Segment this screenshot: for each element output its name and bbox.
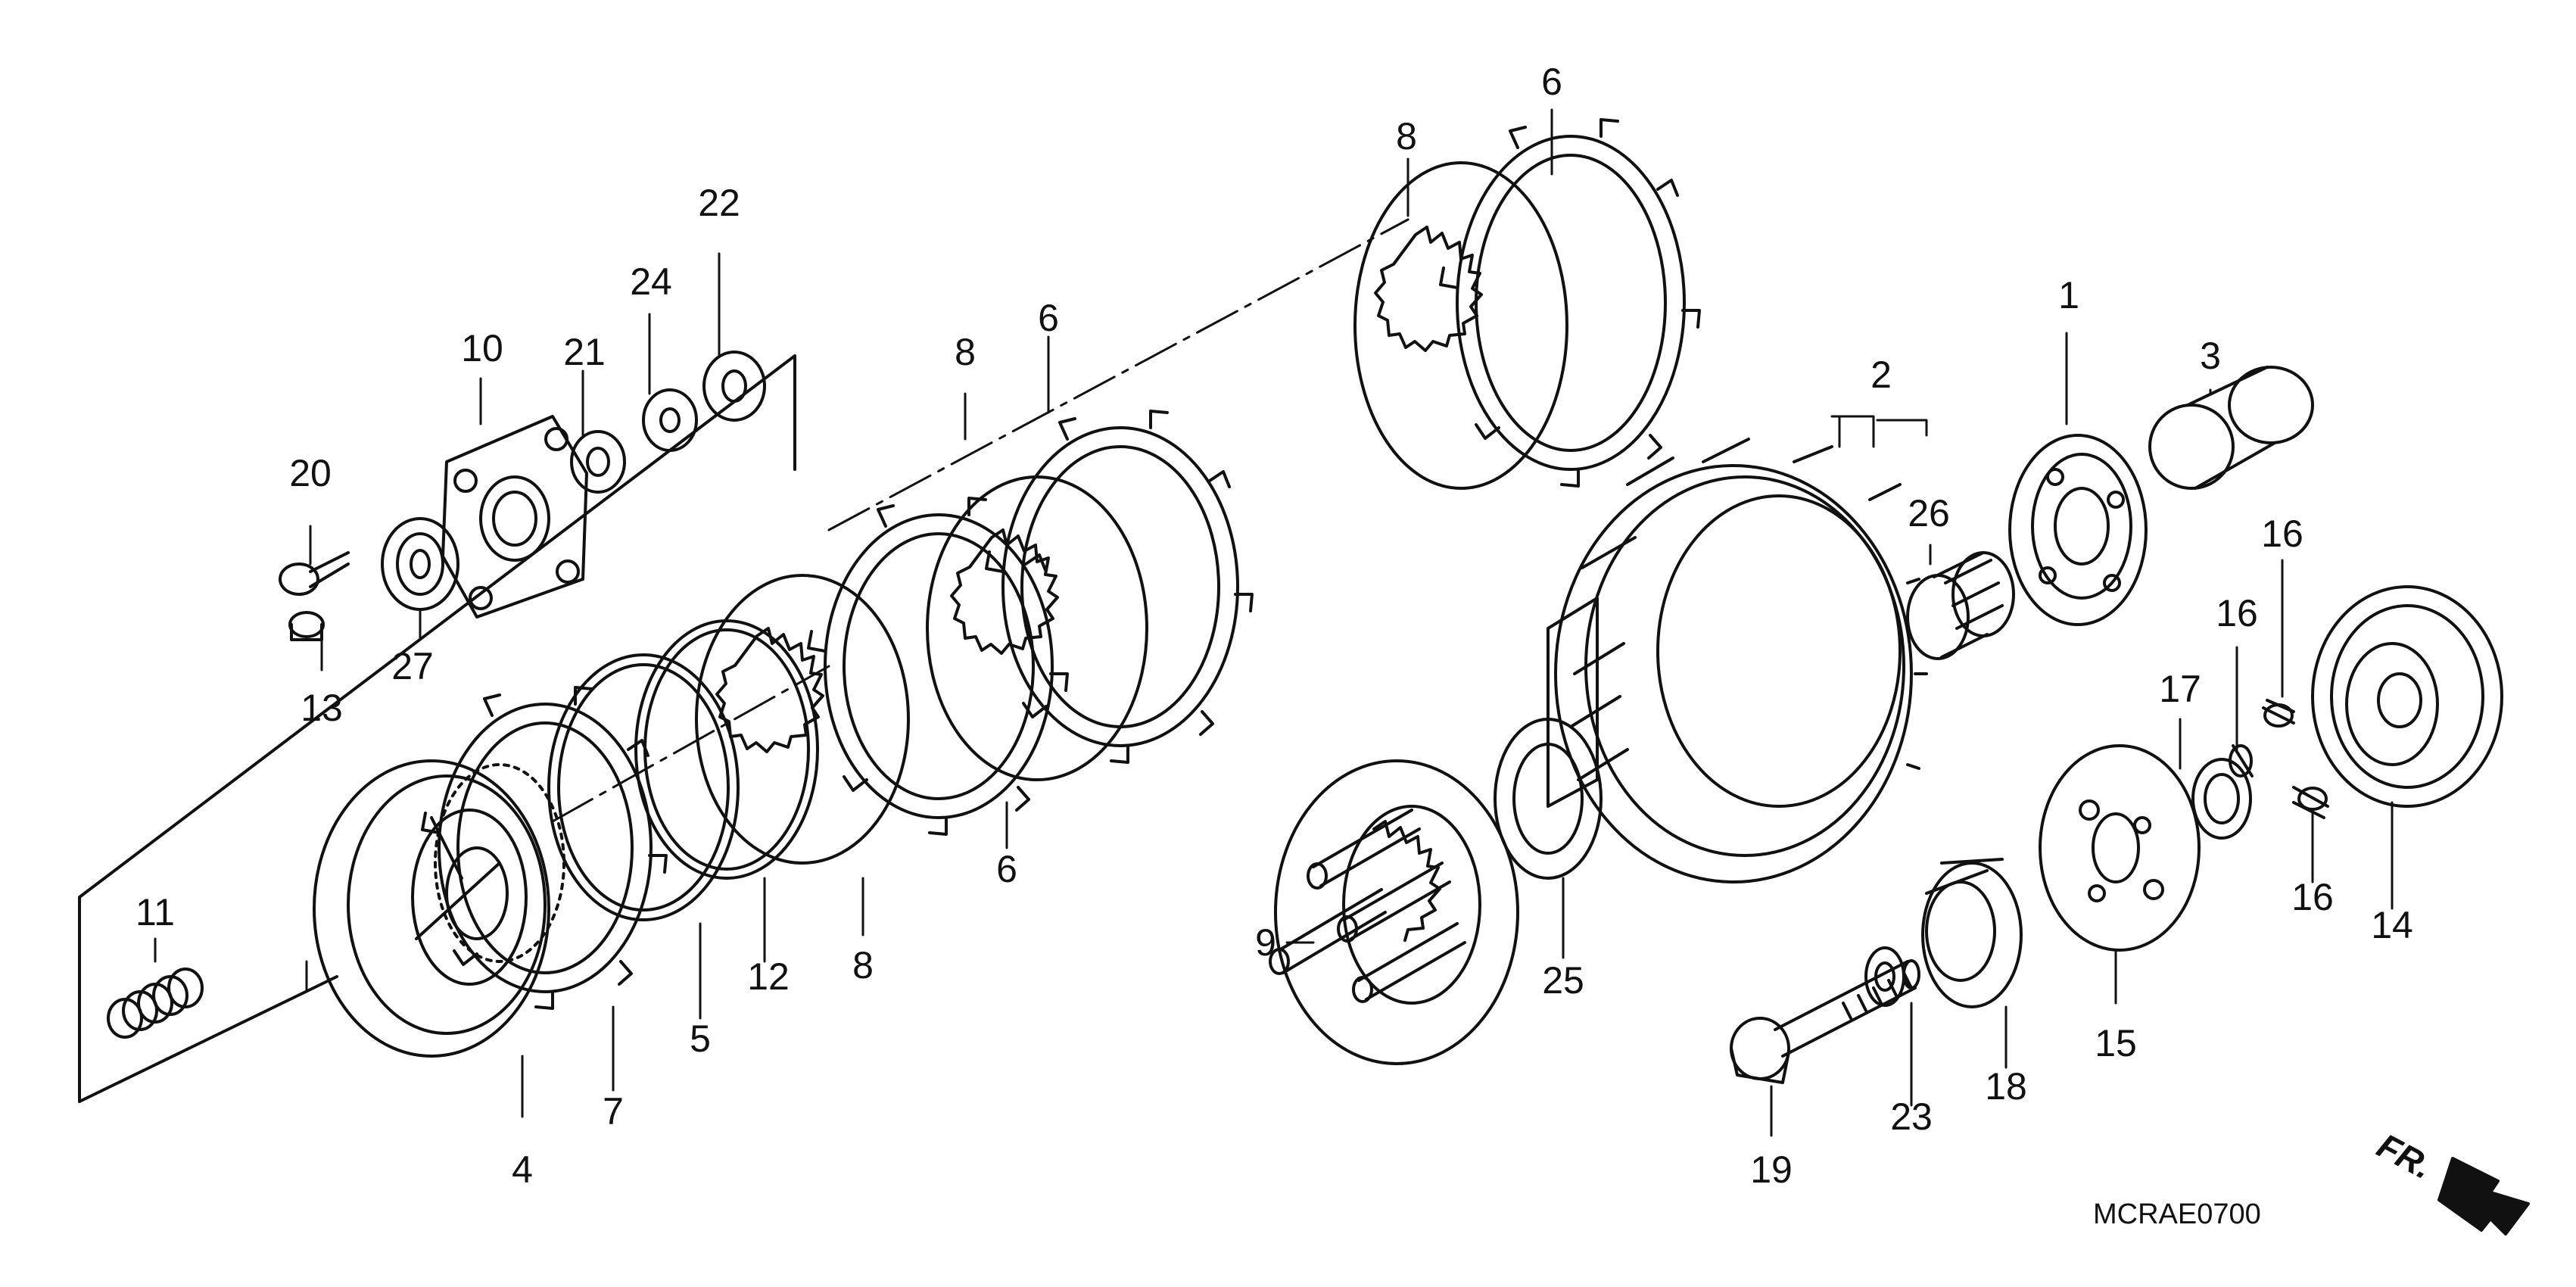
- needle-bearing-26: [1906, 551, 2015, 660]
- pressure-plate-4: [313, 759, 565, 1058]
- label-part-16b: 16: [2216, 592, 2258, 634]
- label-part-7: 7: [603, 1090, 624, 1133]
- leader-lines: [154, 108, 2394, 1137]
- label-part-8-upper: 8: [1396, 115, 1417, 157]
- label-part-23: 23: [1890, 1095, 1933, 1138]
- label-part-1: 1: [2058, 274, 2079, 316]
- friction-plate-6-upper: [1439, 118, 1701, 488]
- label-part-15: 15: [2095, 1022, 2137, 1064]
- assembly-frame: [78, 354, 796, 1103]
- label-part-6-upper: 6: [1541, 61, 1562, 103]
- label-part-16c: 16: [2291, 876, 2334, 918]
- dowel-pin-16a: [2262, 699, 2295, 728]
- washer-24: [642, 388, 698, 452]
- label-part-16a: 16: [2261, 513, 2303, 555]
- label-part-20: 20: [289, 452, 332, 494]
- clutch-plate-8-middle: [926, 475, 1148, 781]
- label-part-2: 2: [1870, 354, 1892, 396]
- bolt-19: [1730, 959, 1920, 1084]
- direction-arrow: [2437, 1157, 2530, 1236]
- spring-11: [107, 968, 204, 1039]
- lock-plate-18: [1921, 858, 2023, 1008]
- axis-line-upper: [827, 218, 1409, 531]
- primary-driven-gear-14: [2311, 585, 2503, 808]
- label-part-6-lower: 6: [996, 848, 1017, 890]
- label-part-8-middle: 8: [955, 331, 976, 373]
- label-part-5: 5: [690, 1017, 711, 1060]
- bolt-13: [288, 611, 325, 641]
- dowel-pin-16b: [2229, 744, 2254, 777]
- nut-21: [570, 430, 626, 494]
- label-part-11: 11: [135, 891, 175, 933]
- label-part-18: 18: [1985, 1065, 2027, 1108]
- drive-sprocket-15: [2039, 744, 2201, 952]
- friction-plate-6-middle: [985, 410, 1254, 764]
- label-part-9: 9: [1255, 921, 1276, 964]
- label-part-4: 4: [512, 1148, 533, 1191]
- clutch-center-9: [1269, 759, 1519, 1065]
- screw-20: [279, 551, 350, 596]
- label-part-25: 25: [1542, 959, 1584, 1002]
- clutch-outer-2: [1547, 438, 1928, 883]
- diagram-code: MCRAE0700: [2093, 1198, 2261, 1230]
- label-part-12: 12: [747, 955, 790, 998]
- friction-plate-7: [421, 686, 668, 1010]
- label-part-21: 21: [563, 331, 606, 373]
- label-part-26: 26: [1908, 492, 1950, 534]
- label-part-10: 10: [461, 327, 503, 369]
- label-part-14: 14: [2371, 904, 2413, 946]
- label-part-19: 19: [1750, 1148, 1793, 1191]
- label-part-3: 3: [2200, 335, 2221, 377]
- clutch-plate-8-lower: [695, 574, 910, 865]
- label-part-22: 22: [698, 182, 740, 224]
- label-part-8-lower: 8: [852, 944, 874, 986]
- friction-plate-6-lower: [807, 497, 1069, 836]
- label-part-27: 27: [391, 645, 434, 687]
- dowel-pin-16c: [2292, 786, 2329, 819]
- lifter-plate-10: [441, 415, 588, 619]
- label-part-24: 24: [630, 260, 672, 303]
- label-part-6-middle: 6: [1038, 297, 1059, 339]
- axis-line-lower: [551, 665, 830, 823]
- wire-ring-5: [547, 653, 740, 921]
- washer-22: [702, 351, 766, 422]
- oil-pump-drive-gear-1: [2008, 434, 2148, 626]
- washer-17: [2191, 758, 2252, 840]
- collar-3: [2148, 366, 2314, 490]
- clutch-plate-8-upper: [1353, 161, 1568, 490]
- label-part-13: 13: [301, 687, 343, 729]
- judder-ring-12: [634, 619, 819, 880]
- label-part-17: 17: [2159, 668, 2201, 710]
